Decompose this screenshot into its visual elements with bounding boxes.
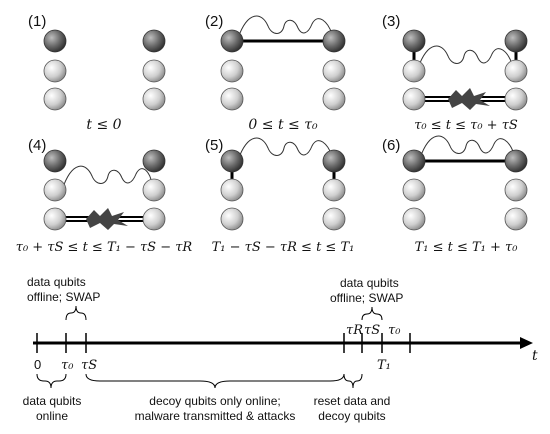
panel-1-condition: t ≤ 0 [86, 117, 121, 133]
light-qubit [220, 59, 244, 83]
tick-label-zero: 0 [34, 357, 41, 372]
attack-burst [448, 88, 490, 110]
dark-qubit [43, 149, 67, 173]
dark-qubit [504, 149, 528, 173]
tick-label-tau0-right: τ₀ [388, 323, 401, 338]
panel-3-condition: τ₀ ≤ t ≤ τ₀ + τS [414, 118, 518, 133]
brace-top-left [65, 305, 87, 321]
light-qubit [322, 87, 346, 111]
panel-1: (1) t ≤ 0 [28, 13, 166, 133]
light-qubit [142, 59, 166, 83]
light-qubit [504, 207, 528, 231]
light-qubit [43, 59, 67, 83]
light-qubit [402, 87, 426, 111]
panel-5-condition: T₁ − τS − τR ≤ t ≤ T₁ [212, 240, 355, 255]
light-qubit [142, 178, 166, 202]
dark-qubit [220, 29, 244, 53]
malware-wave [419, 135, 515, 159]
light-qubit [322, 207, 346, 231]
brace-top-right [361, 306, 383, 321]
brace-bottom-reset [343, 373, 363, 389]
light-qubit [142, 207, 166, 231]
panel-4-condition: τ₀ + τS ≤ t ≤ T₁ − τS − τR [16, 240, 193, 255]
light-qubit [43, 207, 67, 231]
data-online-line1: data qubits [23, 394, 82, 408]
dark-qubit [504, 29, 528, 53]
panel-6-label: (6) [382, 137, 400, 154]
panel-5-label: (5) [205, 137, 223, 154]
panel-3-label: (3) [382, 13, 400, 30]
panel-6-condition: T₁ ≤ t ≤ T₁ + τ₀ [415, 240, 519, 255]
dark-qubit [402, 149, 426, 173]
malware-wave [237, 15, 333, 39]
dark-qubit [142, 149, 166, 173]
light-qubit [220, 207, 244, 231]
axis-arrowhead [520, 337, 533, 349]
brace-bottom-decoy [85, 373, 345, 389]
panel-2-label: (2) [205, 13, 223, 30]
tick-label-tauS-right: τS [364, 323, 380, 338]
light-qubit [43, 87, 67, 111]
panel-4: (4) τ₀ + τS ≤ t ≤ T₁ − τS − τR [16, 137, 193, 255]
attack-burst [86, 208, 128, 230]
malware-wave [61, 165, 153, 191]
panel-3: (3) τ₀ ≤ t ≤ τ₀ + τS [382, 13, 528, 133]
timeline: data qubits offline; SWAP data qubits of… [23, 275, 538, 423]
malware-wave [417, 45, 513, 69]
light-qubit [220, 178, 244, 202]
decoy-line2: malware transmitted & attacks [135, 409, 296, 423]
tick-label-tauR: τR [346, 323, 363, 338]
panel-5: (5) T₁ − τS − τR ≤ t ≤ T₁ [205, 137, 354, 255]
light-qubit [504, 87, 528, 111]
decoy-line1: decoy qubits only online; [149, 394, 280, 408]
panel-6: (6) T₁ ≤ t ≤ T₁ + τ₀ [382, 135, 528, 255]
panel-2: (2) 0 ≤ t ≤ τ₀ [205, 13, 346, 133]
light-qubit [402, 207, 426, 231]
data-offline-right-line1: data qubits [340, 276, 399, 290]
light-qubit [402, 178, 426, 202]
data-offline-left-line2: offline; SWAP [27, 290, 100, 304]
dark-qubit [322, 29, 346, 53]
light-qubit [322, 178, 346, 202]
data-offline-right-line2: offline; SWAP [330, 291, 403, 305]
tick-label-T1: T₁ [377, 358, 391, 373]
panel-2-condition: 0 ≤ t ≤ τ₀ [248, 117, 318, 133]
light-qubit [504, 178, 528, 202]
light-qubit [220, 87, 244, 111]
dark-qubit [402, 29, 426, 53]
reset-line1: reset data and [314, 394, 391, 408]
brace-bottom-online [36, 373, 67, 389]
panel-1-label: (1) [28, 13, 46, 30]
light-qubit [43, 178, 67, 202]
light-qubit [142, 87, 166, 111]
malware-wave [237, 137, 333, 161]
axis-label: t [532, 348, 538, 364]
dark-qubit [220, 149, 244, 173]
data-offline-left-line1: data qubits [27, 275, 86, 289]
light-qubit [402, 59, 426, 83]
panel-4-label: (4) [28, 137, 46, 154]
dark-qubit [142, 29, 166, 53]
dark-qubit [322, 149, 346, 173]
reset-line2: decoy qubits [318, 409, 385, 423]
light-qubit [322, 59, 346, 83]
dark-qubit [43, 29, 67, 53]
tick-label-tauS: τS [81, 358, 97, 373]
data-online-line2: online [36, 409, 68, 423]
light-qubit [504, 59, 528, 83]
tick-label-tau0: τ₀ [61, 358, 74, 373]
